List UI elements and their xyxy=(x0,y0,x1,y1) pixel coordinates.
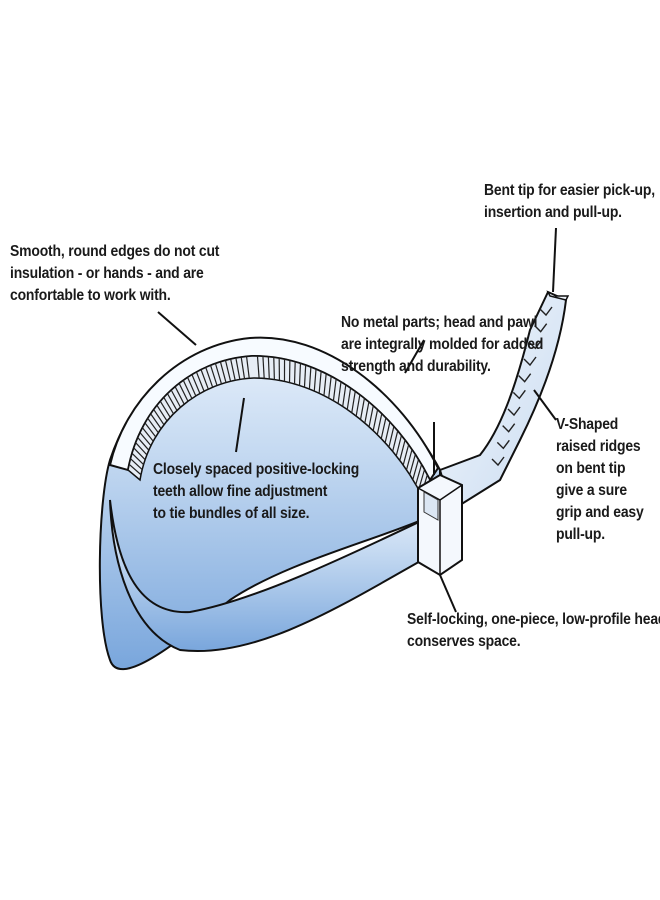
leader-head-bottom xyxy=(439,574,457,613)
tooth xyxy=(178,383,189,402)
leader-lines xyxy=(157,227,557,613)
tooth xyxy=(240,357,246,379)
tooth xyxy=(245,356,250,379)
locking-teeth xyxy=(128,355,428,495)
tooth xyxy=(273,357,275,380)
tooth xyxy=(328,376,332,399)
tooth xyxy=(166,393,178,411)
ridge xyxy=(502,423,516,433)
tooth xyxy=(376,413,383,435)
tooth xyxy=(131,452,144,466)
tooth xyxy=(174,386,185,405)
tooth xyxy=(351,391,356,413)
tooth xyxy=(355,394,361,417)
tooth xyxy=(392,430,399,452)
tooth xyxy=(346,387,352,410)
tooth xyxy=(235,357,241,380)
tooth xyxy=(337,381,342,404)
tooth xyxy=(133,447,146,461)
tooth xyxy=(200,369,209,390)
tooth xyxy=(388,426,395,448)
callout-locking-teeth: Closely spaced positive-locking teeth al… xyxy=(153,461,360,522)
tooth xyxy=(156,405,168,422)
tooth xyxy=(205,367,214,388)
tooth xyxy=(209,365,218,386)
tooth xyxy=(372,409,379,431)
ridge xyxy=(496,439,510,450)
tooth xyxy=(144,422,157,438)
tooth xyxy=(399,439,406,461)
callout-smooth-edges: Smooth, round edges do not cut insulatio… xyxy=(10,243,220,304)
tooth xyxy=(342,384,347,407)
tooth xyxy=(224,360,232,382)
tooth xyxy=(359,398,365,420)
tooth xyxy=(141,427,154,442)
leader-edges xyxy=(157,311,197,346)
tooth xyxy=(364,401,370,424)
tooth xyxy=(191,374,201,394)
leader-teeth xyxy=(235,397,245,453)
locking-head xyxy=(417,473,463,577)
ridge xyxy=(523,356,537,367)
tooth xyxy=(256,355,260,379)
ridge xyxy=(518,373,532,383)
tooth xyxy=(384,422,391,443)
tooth xyxy=(147,418,159,434)
ridge xyxy=(528,339,542,350)
tooth xyxy=(332,378,337,401)
callout-no-metal-parts: No metal parts; head and pawl are integr… xyxy=(341,314,544,375)
tooth xyxy=(293,361,296,384)
tooth xyxy=(323,373,327,396)
tooth xyxy=(415,464,423,485)
leader-metal xyxy=(404,339,425,374)
tooth xyxy=(195,371,205,392)
tooth xyxy=(170,389,182,408)
tooth xyxy=(214,363,223,385)
tooth xyxy=(405,449,413,470)
ridge xyxy=(539,306,553,317)
tooth xyxy=(137,437,150,451)
tooth xyxy=(380,417,387,439)
tooth xyxy=(163,397,175,415)
tooth xyxy=(153,409,165,426)
tooth xyxy=(298,363,302,386)
tooth xyxy=(409,454,416,475)
tooth xyxy=(187,377,197,397)
tooth xyxy=(230,358,236,381)
tooth xyxy=(130,458,143,471)
tooth xyxy=(262,356,265,379)
leader-vshaped xyxy=(533,389,557,421)
tooth xyxy=(267,356,270,379)
tooth xyxy=(308,366,312,390)
ridge xyxy=(512,389,526,400)
tooth xyxy=(395,435,403,457)
tooth xyxy=(150,413,162,429)
callout-bent-tip: Bent tip for easier pick-up, insertion a… xyxy=(484,182,655,221)
tooth xyxy=(159,401,171,418)
tooth xyxy=(139,432,152,447)
tooth xyxy=(135,442,148,456)
tooth xyxy=(368,405,374,427)
tooth xyxy=(412,459,420,480)
v-shaped-ridges xyxy=(491,306,553,467)
callout-v-shaped-ridges: V-Shaped raised ridges on bent tip give … xyxy=(556,416,644,543)
ridge xyxy=(534,323,548,333)
bent-tip xyxy=(546,290,570,301)
tooth xyxy=(128,463,142,476)
tooth xyxy=(402,444,410,466)
tooth xyxy=(219,361,227,383)
callout-self-locking-head: Self-locking, one-piece, low-profile hea… xyxy=(407,611,660,650)
ridge xyxy=(507,406,521,417)
tooth xyxy=(313,369,317,392)
ridge xyxy=(491,456,505,467)
leader-tip xyxy=(552,227,557,293)
tooth xyxy=(318,371,322,394)
tooth xyxy=(182,380,193,399)
tooth xyxy=(303,365,307,388)
